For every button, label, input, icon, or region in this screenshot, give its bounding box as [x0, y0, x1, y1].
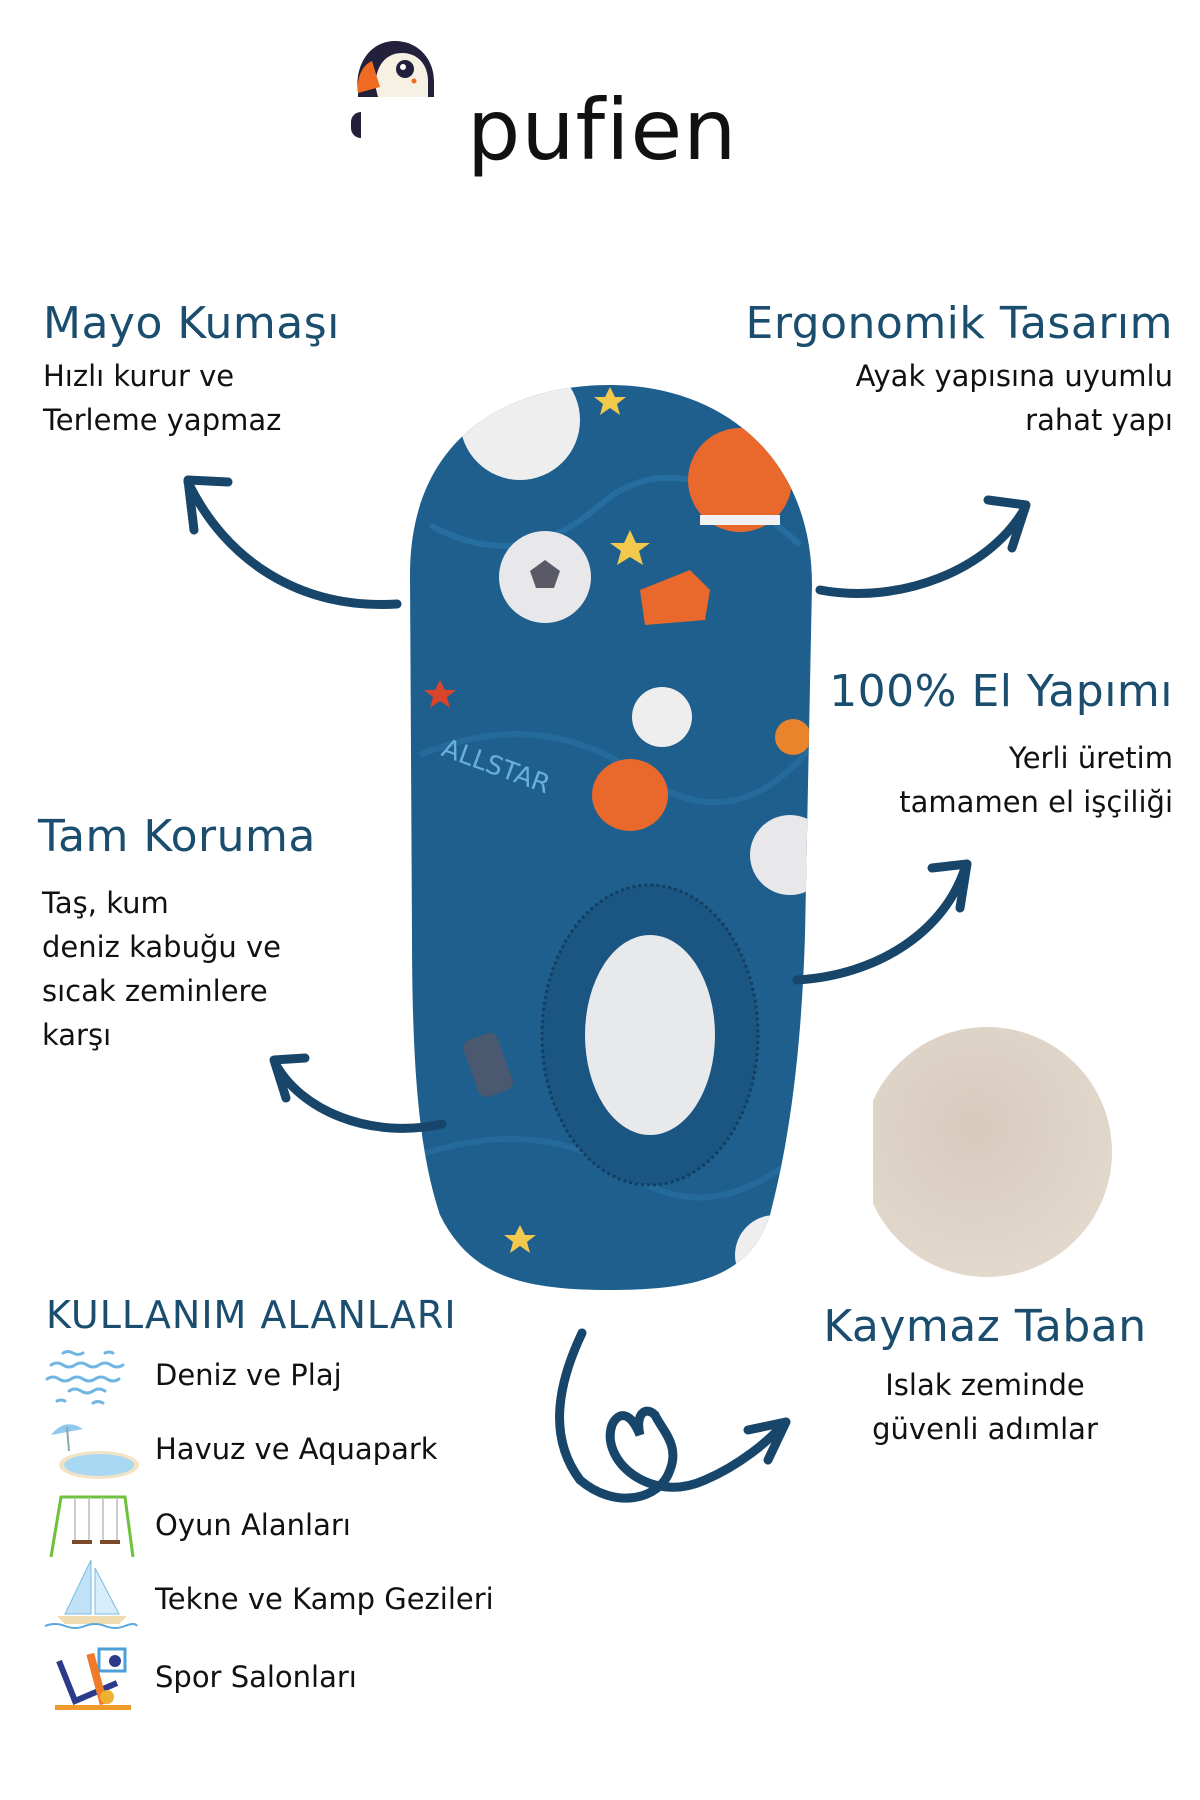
usage-item-label: Deniz ve Plaj [155, 1358, 342, 1392]
usage-item: Havuz ve Aquapark [45, 1414, 438, 1484]
feature-title: Kaymaz Taban [823, 1301, 1147, 1352]
feature-ergonomik-tasarim: Ergonomik Tasarım Ayak yapısına uyumlu r… [746, 302, 1173, 442]
football-icon [688, 428, 792, 532]
feature-desc-line: Taş, kum [42, 886, 169, 920]
arrow-to-ergonomik-tasarim [815, 495, 1031, 598]
usage-areas-title: KULLANIM ALANLARI [46, 1293, 457, 1337]
usage-item: Oyun Alanları [45, 1490, 351, 1560]
feature-desc-line: Islak zeminde [885, 1368, 1085, 1402]
feature-desc-line: sıcak zeminlere [42, 974, 268, 1008]
feature-desc-line: Terleme yapmaz [43, 403, 282, 437]
feature-el-yapimi: 100% El Yapımı Yerli üretim tamamen el i… [829, 670, 1173, 824]
sailboat-icon [44, 1559, 138, 1629]
feature-mayo-kumasi: Mayo Kumaşı Hızlı kurur ve Terleme yapma… [43, 302, 340, 442]
usage-item-label: Tekne ve Kamp Gezileri [155, 1582, 494, 1616]
feature-desc-line: güvenli adımlar [872, 1412, 1098, 1446]
heart-arrow-to-kaymaz-taban [555, 1328, 791, 1503]
feature-desc-line: Hızlı kurur ve [43, 359, 235, 393]
usage-item: Tekne ve Kamp Gezileri [44, 1559, 494, 1634]
arrow-to-el-yapimi [792, 859, 972, 985]
gym-machine-icon [55, 1647, 131, 1710]
star-icon [424, 680, 456, 708]
sock-opening [585, 935, 715, 1135]
feature-desc-line: Yerli üretim [1008, 741, 1173, 775]
star-icon [504, 1225, 536, 1253]
brand-name: pufien [467, 81, 738, 179]
usage-item-label: Spor Salonları [155, 1660, 357, 1694]
feature-desc-line: rahat yapı [1025, 403, 1173, 437]
puffin-mascot-icon [357, 41, 434, 97]
usage-item: Deniz ve Plaj [45, 1340, 342, 1410]
waves-icon [45, 1350, 125, 1405]
usage-item: Spor Salonları [45, 1642, 357, 1712]
feature-title: Mayo Kumaşı [43, 298, 340, 349]
basketball-icon [775, 719, 811, 755]
feature-desc-line: deniz kabuğu ve [42, 930, 281, 964]
baseball-icon [632, 687, 692, 747]
sneaker-icon [640, 570, 710, 625]
swing-set-icon [49, 1495, 135, 1558]
feature-title: Tam Koruma [38, 811, 316, 862]
feature-title: Ergonomik Tasarım [745, 298, 1173, 349]
usage-item-label: Havuz ve Aquapark [155, 1432, 438, 1466]
mascot-body-fragment [351, 112, 361, 138]
star-icon [610, 530, 650, 565]
sock-product-image: ALLSTAR [410, 385, 812, 1290]
arrow-to-mayo-kumasi [183, 475, 402, 609]
football-icon [592, 759, 668, 831]
arrow-to-tam-koruma [269, 1053, 447, 1133]
feature-tam-koruma: Tam Koruma Taş, kum deniz kabuğu ve sıca… [38, 815, 316, 1057]
pool-umbrella-icon [51, 1424, 139, 1479]
star-icon [594, 387, 626, 415]
feature-desc-line: karşı [42, 1018, 112, 1052]
feature-kaymaz-taban: Kaymaz Taban Islak zeminde güvenli adıml… [790, 1305, 1180, 1451]
usage-item-label: Oyun Alanları [155, 1508, 351, 1542]
anti-slip-sole-swatch [873, 1027, 1112, 1277]
feature-desc-line: Ayak yapısına uyumlu [855, 359, 1173, 393]
feature-title: 100% El Yapımı [829, 666, 1173, 717]
feature-desc-line: tamamen el işçiliği [899, 785, 1173, 819]
brand-logo: pufien [345, 30, 745, 200]
